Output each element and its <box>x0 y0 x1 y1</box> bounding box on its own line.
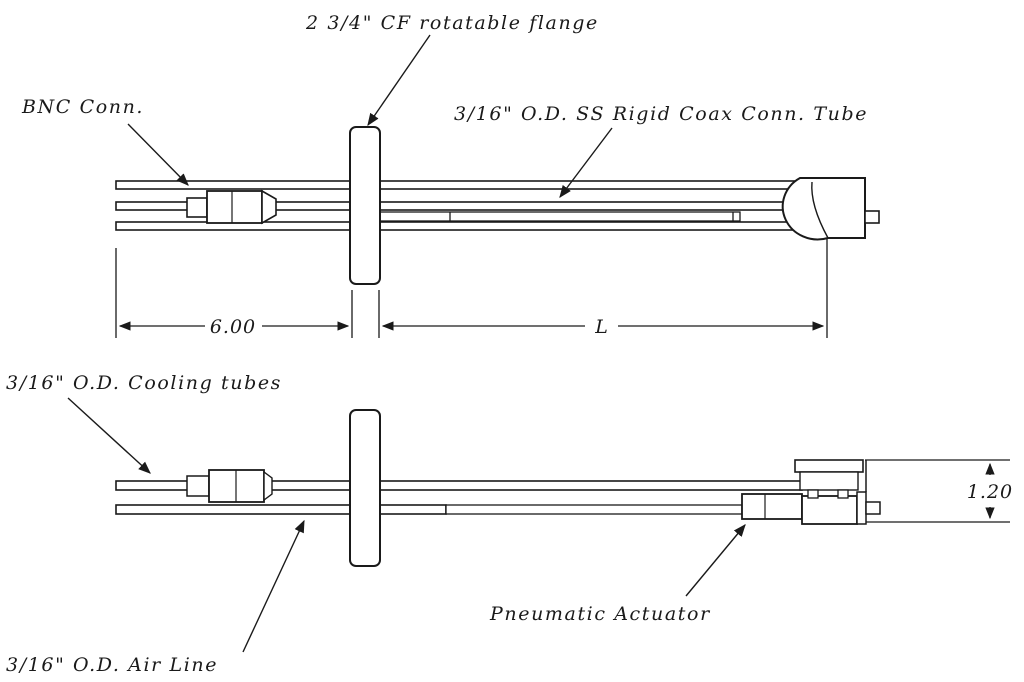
dimension-length-value: L <box>594 316 609 338</box>
label-bnc-connector: BNC Conn. <box>21 96 144 118</box>
side-connector <box>186 469 273 503</box>
leader-lines <box>67 34 746 653</box>
coax-inner-tube <box>379 211 741 222</box>
top-end-actuator <box>781 177 880 241</box>
air-line <box>115 504 447 515</box>
label-flange: 2 3/4" CF rotatable flange <box>305 12 599 34</box>
dimension-lines <box>115 238 1010 523</box>
pneumatic-actuator <box>741 459 881 525</box>
top-view <box>115 126 880 285</box>
dimension-left-value: 6.00 <box>210 316 256 338</box>
label-cooling-tubes: 3/16" O.D. Cooling tubes <box>6 372 282 394</box>
side-view <box>115 409 881 567</box>
label-coax-tube: 3/16" O.D. SS Rigid Coax Conn. Tube <box>454 103 868 125</box>
top-flange <box>349 126 381 285</box>
side-flange <box>349 409 381 567</box>
label-air-line: 3/16" O.D. Air Line <box>6 654 218 676</box>
label-pneumatic-actuator: Pneumatic Actuator <box>489 603 711 625</box>
dimension-height-value: 1.20 <box>967 481 1013 503</box>
top-tube-upper <box>115 180 807 190</box>
bnc-connector <box>186 189 277 225</box>
